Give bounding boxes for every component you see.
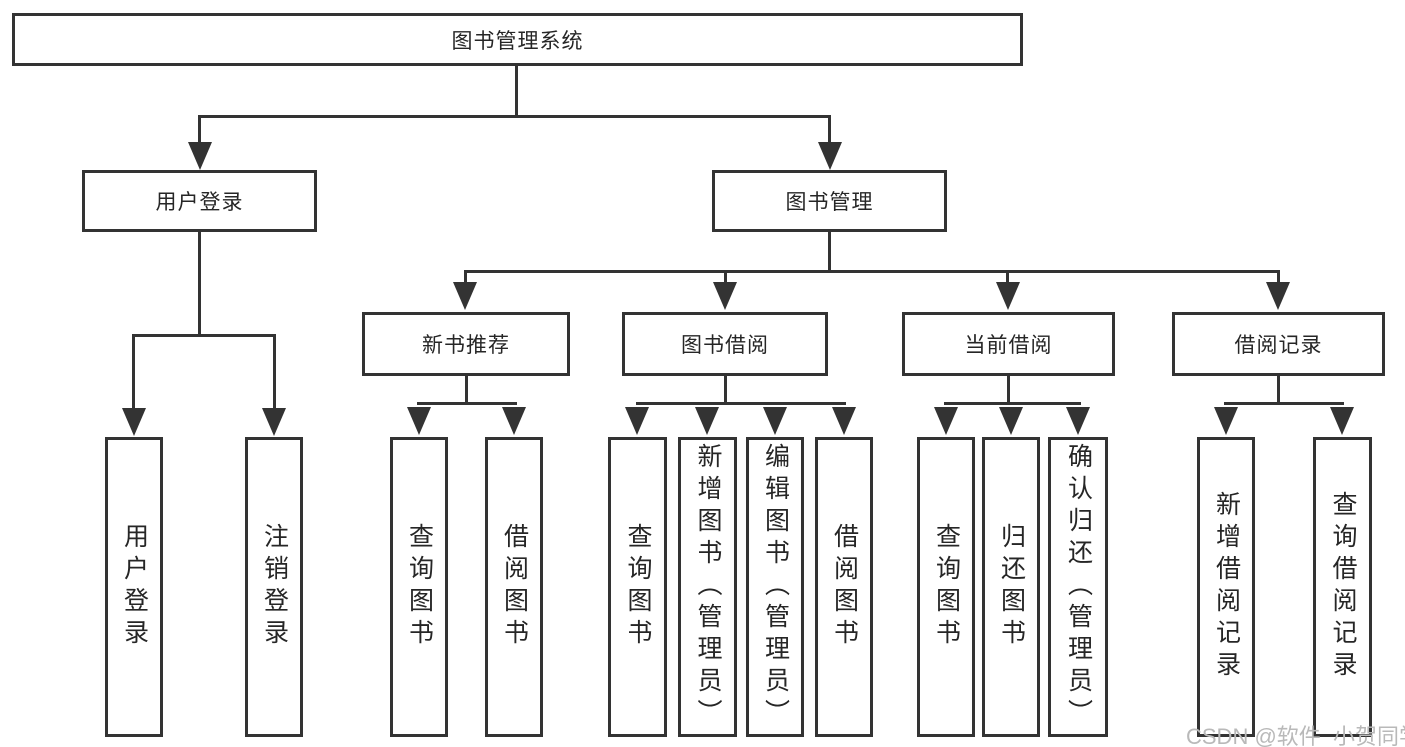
connector-line [1007,376,1010,404]
arrowhead [934,407,958,435]
connector-line [465,376,468,404]
node-new-book-recommend: 新书推荐 [362,312,570,376]
connector-line [944,402,1081,405]
leaf-confirm-return-admin-label: 确认归还（管理员） [1064,443,1093,731]
connector-line [417,402,517,405]
connector-line [198,115,831,118]
arrowhead [502,407,526,435]
node-book-borrow-label: 图书借阅 [681,334,769,357]
node-new-book-recommend-label: 新书推荐 [422,334,510,357]
leaf-add-books-admin-label: 新增图书（管理员） [694,443,722,731]
leaf-newbook-borrow-books-label: 借阅图书 [500,523,529,651]
arrowhead [262,408,286,436]
arrowhead [713,282,737,310]
leaf-user-login: 用户登录 [105,437,163,737]
node-root-label: 图书管理系统 [451,29,584,53]
leaf-query-borrow-record-label: 查询借阅记录 [1329,491,1357,683]
arrowhead [1066,407,1090,435]
leaf-newbook-borrow-books: 借阅图书 [485,437,543,737]
node-book-management: 图书管理 [712,170,947,232]
arrowhead [1266,282,1290,310]
arrowhead [999,407,1023,435]
arrowhead [1330,407,1354,435]
leaf-newbook-query-books-label: 查询图书 [405,523,434,651]
node-book-management-label: 图书管理 [785,191,874,214]
leaf-add-books-admin: 新增图书（管理员） [678,437,737,737]
connector-line [828,118,831,144]
arrowhead [763,407,787,435]
csdn-watermark: CSDN @软件_小贺同学 [1186,724,1405,747]
connector-line [1277,376,1280,404]
connector-line [1224,402,1344,405]
connector-line [273,337,276,409]
node-book-borrow: 图书借阅 [622,312,828,376]
leaf-borrow-books: 借阅图书 [815,437,873,737]
node-borrow-record-label: 借阅记录 [1234,334,1323,357]
connector-line [1006,273,1009,283]
connector-line [198,232,201,335]
arrowhead [453,282,477,310]
leaf-borrow-query-books-label: 查询图书 [624,523,652,651]
leaf-borrow-query-books: 查询图书 [608,437,667,737]
connector-line [636,402,846,405]
connector-line [1277,273,1280,283]
connector-line [464,273,467,283]
node-current-borrow-label: 当前借阅 [964,334,1053,357]
connector-line [724,273,727,283]
leaf-edit-books-admin-label: 编辑图书（管理员） [761,443,790,731]
arrowhead [832,407,856,435]
leaf-return-books-label: 归还图书 [997,523,1026,651]
arrowhead [695,407,719,435]
node-user-login-label: 用户登录 [155,191,244,214]
leaf-confirm-return-admin: 确认归还（管理员） [1048,437,1108,737]
leaf-borrow-books-label: 借阅图书 [830,523,859,651]
leaf-edit-books-admin: 编辑图书（管理员） [746,437,804,737]
leaf-current-query-books: 查询图书 [917,437,975,737]
connector-line [724,376,727,404]
leaf-add-borrow-record-label: 新增借阅记录 [1212,491,1241,683]
connector-line [515,66,518,116]
arrowhead [122,408,146,436]
connector-line [464,270,1280,273]
connector-line [828,232,831,271]
leaf-user-login-label: 用户登录 [120,523,149,651]
arrowhead [818,142,842,170]
leaf-logout: 注销登录 [245,437,303,737]
arrowhead [625,407,649,435]
node-borrow-record: 借阅记录 [1172,312,1385,376]
arrowhead [996,282,1020,310]
node-current-borrow: 当前借阅 [902,312,1115,376]
node-user-login: 用户登录 [82,170,317,232]
leaf-logout-label: 注销登录 [260,523,289,651]
leaf-current-query-books-label: 查询图书 [932,523,961,651]
connector-line [198,118,201,144]
leaf-newbook-query-books: 查询图书 [390,437,448,737]
arrowhead [407,407,431,435]
leaf-return-books: 归还图书 [982,437,1040,737]
arrowhead [1214,407,1238,435]
leaf-add-borrow-record: 新增借阅记录 [1197,437,1255,737]
connector-line [132,337,135,409]
leaf-query-borrow-record: 查询借阅记录 [1313,437,1372,737]
arrowhead [188,142,212,170]
connector-line [132,334,276,337]
node-root: 图书管理系统 [12,13,1023,66]
